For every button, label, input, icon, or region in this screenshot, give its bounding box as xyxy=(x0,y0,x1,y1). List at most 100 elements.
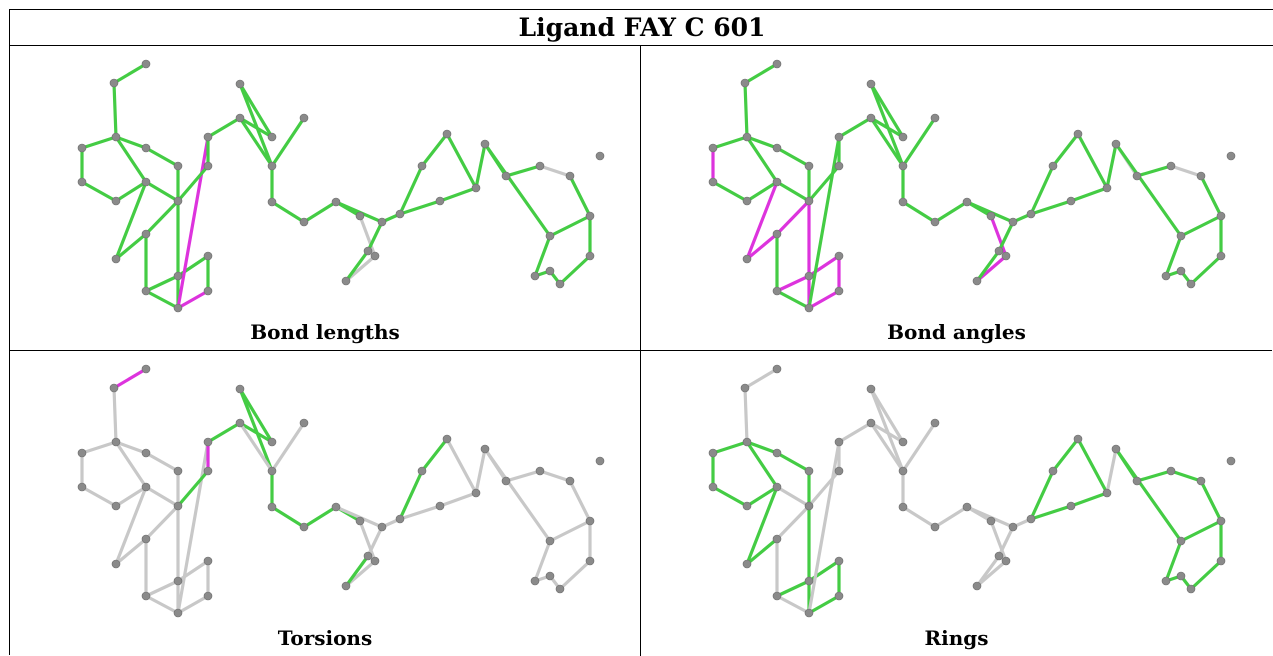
bond xyxy=(238,82,274,168)
bond xyxy=(366,525,384,558)
atom xyxy=(480,444,490,454)
atom xyxy=(595,151,605,161)
atom xyxy=(772,591,782,601)
bond xyxy=(238,116,274,168)
atom xyxy=(545,536,555,546)
bond xyxy=(438,491,478,508)
atom xyxy=(77,143,87,153)
bond xyxy=(1164,234,1183,278)
atom xyxy=(141,143,151,153)
atom xyxy=(1026,514,1036,524)
atom xyxy=(109,383,119,393)
bond xyxy=(114,485,148,508)
bond xyxy=(112,386,118,444)
atom xyxy=(1176,231,1186,241)
bond xyxy=(398,199,442,216)
atom xyxy=(173,608,183,618)
atom xyxy=(235,384,245,394)
bond xyxy=(1114,142,1183,238)
bond xyxy=(114,440,148,489)
bond xyxy=(869,387,905,473)
atom xyxy=(1186,584,1196,594)
bond xyxy=(807,559,841,583)
bond xyxy=(901,200,937,224)
atom xyxy=(804,196,814,206)
atom xyxy=(111,132,121,142)
bond xyxy=(538,164,572,178)
atom xyxy=(203,556,213,566)
atom xyxy=(299,418,309,428)
atom xyxy=(708,177,718,187)
atom xyxy=(866,113,876,123)
atom xyxy=(111,196,121,206)
bond xyxy=(775,180,811,203)
bond xyxy=(114,180,148,203)
atom xyxy=(141,591,151,601)
atom xyxy=(804,271,814,281)
bond xyxy=(114,440,148,455)
atom xyxy=(1048,161,1058,171)
bond xyxy=(1179,519,1223,543)
atom xyxy=(772,534,782,544)
bond xyxy=(933,200,969,224)
bond xyxy=(933,505,969,529)
bond xyxy=(420,437,449,473)
atom xyxy=(355,516,365,526)
bond xyxy=(1051,437,1080,473)
atom xyxy=(1111,444,1121,454)
molecule-rings xyxy=(708,364,1236,618)
atom xyxy=(442,129,452,139)
bond xyxy=(745,180,779,203)
atom xyxy=(565,171,575,181)
atom xyxy=(994,551,1004,561)
atom xyxy=(930,522,940,532)
atom xyxy=(235,113,245,123)
atom xyxy=(555,279,565,289)
bond xyxy=(80,485,118,508)
atom xyxy=(111,501,121,511)
atom xyxy=(203,466,213,476)
atom xyxy=(804,608,814,618)
atom xyxy=(834,132,844,142)
atom xyxy=(834,286,844,296)
bond xyxy=(176,164,210,203)
bond xyxy=(1135,164,1173,178)
bond xyxy=(420,132,449,168)
atom xyxy=(740,78,750,88)
bond xyxy=(1069,491,1109,508)
bond xyxy=(901,505,937,529)
atom xyxy=(417,161,427,171)
atom xyxy=(363,246,373,256)
atom xyxy=(1066,196,1076,206)
atom xyxy=(173,303,183,313)
bond xyxy=(1105,447,1118,495)
atom xyxy=(772,143,782,153)
atom xyxy=(772,482,782,492)
atom xyxy=(331,197,341,207)
atom xyxy=(435,501,445,511)
caption-bond-angles: Bond angles xyxy=(887,320,1026,344)
bond xyxy=(144,274,180,293)
atom xyxy=(141,286,151,296)
bond xyxy=(270,116,306,168)
bond xyxy=(144,180,180,203)
bond xyxy=(807,164,841,203)
bond xyxy=(144,451,180,473)
atom xyxy=(804,303,814,313)
atom xyxy=(267,466,277,476)
atom xyxy=(1216,211,1226,221)
atom xyxy=(203,132,213,142)
bond xyxy=(474,447,487,495)
atom xyxy=(585,516,595,526)
bond xyxy=(1029,199,1073,216)
atom xyxy=(111,254,121,264)
bond xyxy=(144,485,180,508)
bond xyxy=(558,254,592,286)
atom xyxy=(1196,171,1206,181)
atom xyxy=(930,113,940,123)
bond xyxy=(144,579,180,598)
atom xyxy=(370,251,380,261)
atom xyxy=(986,211,996,221)
atom xyxy=(742,501,752,511)
bond xyxy=(398,469,424,521)
